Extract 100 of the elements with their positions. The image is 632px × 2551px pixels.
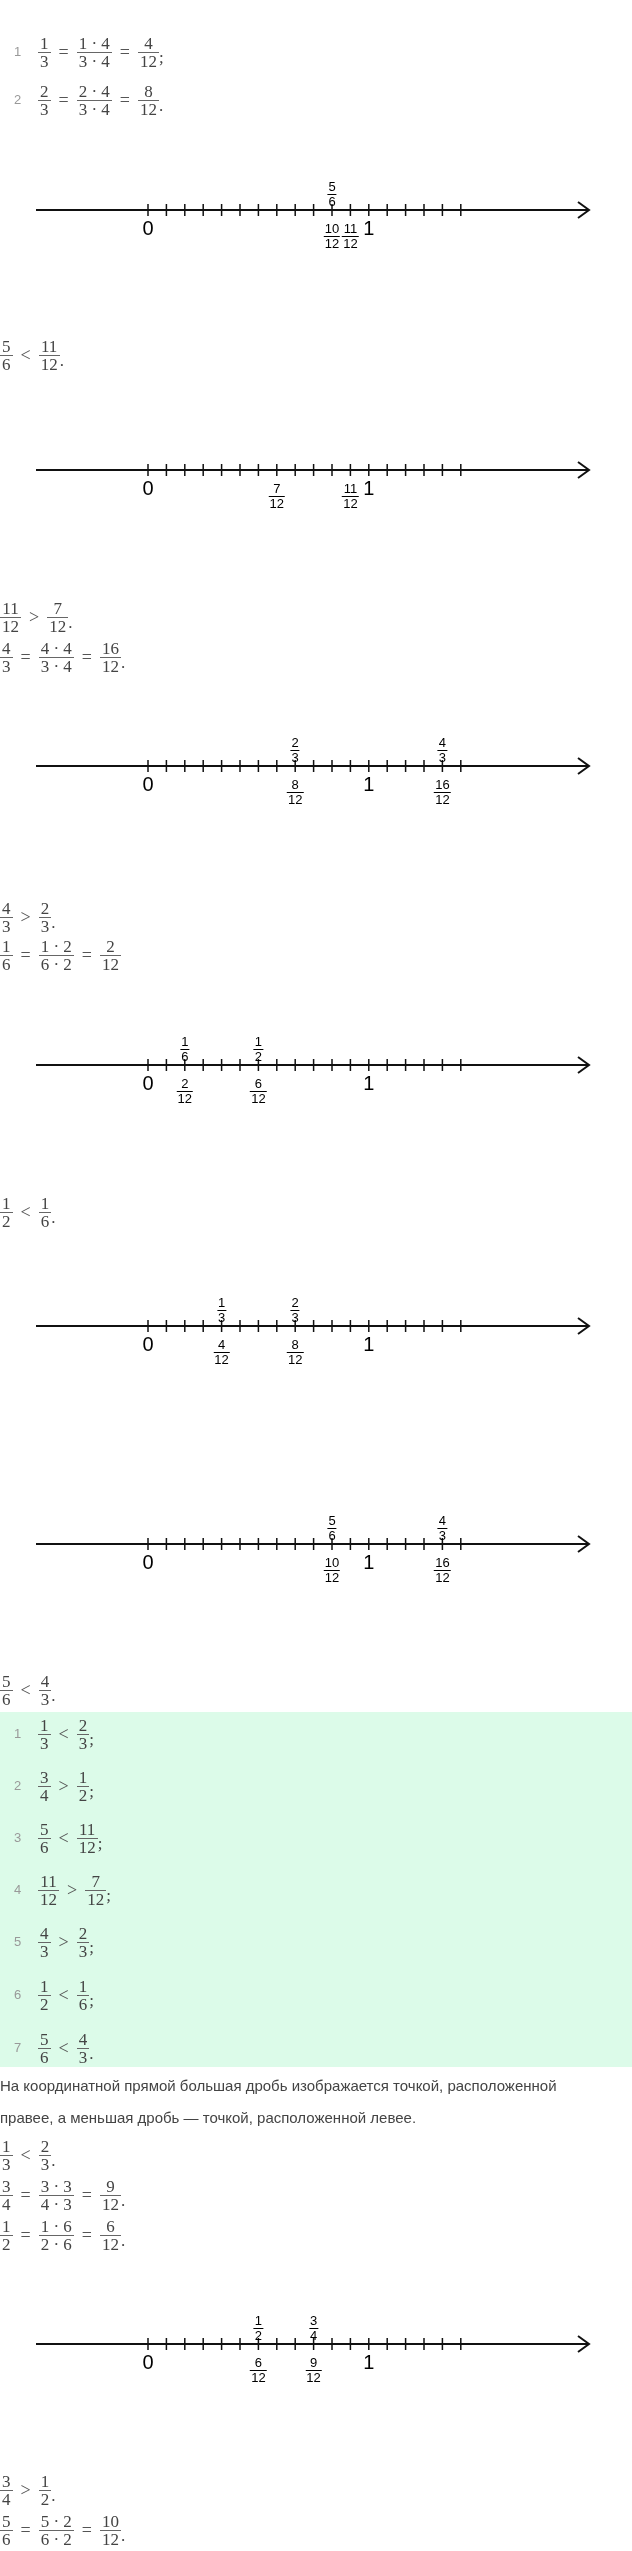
- denominator: 3: [39, 1734, 50, 1752]
- numerator: 1: [39, 1977, 50, 1995]
- numerator: 8: [290, 778, 300, 792]
- math-operator: >: [20, 905, 31, 929]
- numerator: 10: [323, 222, 341, 236]
- punctuation: ;: [159, 46, 164, 69]
- numerator: 2: [39, 899, 51, 917]
- denominator: 6: [39, 2048, 50, 2066]
- denominator: 6: [180, 1050, 190, 1064]
- numerator: 5: [1, 1672, 12, 1690]
- tick-label: 0: [142, 1334, 154, 1354]
- numerator: 5: [327, 180, 337, 194]
- denominator: 6: [1, 955, 12, 973]
- denominator: 6: [39, 1212, 51, 1230]
- numerator: 1: [180, 1035, 190, 1049]
- numerator: 1: [253, 2314, 263, 2328]
- numerator: 8: [290, 1338, 300, 1352]
- numerator: 2: [290, 736, 300, 750]
- tick-label: 1: [363, 2352, 375, 2372]
- numerator: 4: [437, 1514, 447, 1528]
- tick-label: 1: [363, 218, 375, 238]
- tick-label: 0: [142, 1073, 154, 1093]
- numerator: 7: [90, 1872, 101, 1890]
- tick-label: 1: [363, 774, 375, 794]
- denominator: 2: [77, 1786, 89, 1804]
- denominator: 12: [176, 1092, 194, 1106]
- tick-label: 1: [363, 1334, 375, 1354]
- denominator: 3 · 4: [39, 657, 73, 675]
- math-operator: <: [58, 2036, 69, 2060]
- numerator: 6: [253, 2356, 263, 2370]
- punctuation: .: [121, 2524, 126, 2547]
- tick-label: 1: [363, 478, 375, 498]
- numerator: 2: [39, 82, 50, 100]
- tick-label: 0: [142, 2352, 154, 2372]
- denominator: 3: [437, 1529, 447, 1543]
- numerator: 2: [39, 2137, 51, 2155]
- math-operator: =: [119, 40, 130, 64]
- numerator: 1: [253, 1035, 263, 1049]
- denominator: 12: [101, 2195, 120, 2213]
- paragraph: На координатной прямой большая дробь изображается точкой, расположенной правее, а меньшая дробь — точкой, расположенной левее.: [0, 2076, 558, 2128]
- punctuation: ;: [89, 1780, 94, 1803]
- numerator: 3: [39, 1768, 50, 1786]
- math-operator: >: [20, 2478, 31, 2502]
- numerator: 16: [101, 639, 120, 657]
- math-operator: =: [81, 943, 92, 967]
- numerator: 6: [253, 1077, 263, 1091]
- denominator: 12: [213, 1353, 230, 1367]
- numerator: 5: [1, 337, 12, 355]
- numerator: 2: [180, 1077, 190, 1091]
- tick-label: 0: [142, 478, 154, 498]
- denominator: 12: [323, 237, 341, 251]
- numerator: 1: [1, 2217, 12, 2235]
- numerator: 11: [39, 1872, 58, 1890]
- math-operator: =: [81, 645, 92, 669]
- numerator: 1: [1, 2137, 12, 2155]
- numerator: 5: [1, 2512, 12, 2530]
- punctuation: ;: [97, 1832, 103, 1855]
- denominator: 12: [139, 100, 158, 118]
- numerator: 11: [342, 222, 359, 236]
- denominator: 12: [286, 793, 304, 807]
- denominator: 6: [327, 195, 337, 209]
- numerator: 5 · 2: [39, 2512, 73, 2530]
- denominator: 4: [1, 2195, 12, 2213]
- denominator: 2: [253, 2329, 263, 2343]
- denominator: 3 · 4: [77, 52, 111, 70]
- denominator: 3 · 4: [77, 100, 111, 118]
- denominator: 2: [1, 2235, 12, 2253]
- denominator: 3: [39, 917, 51, 935]
- punctuation: .: [121, 2189, 126, 2212]
- numerator: 1: [1, 937, 12, 955]
- numerator: 1: [39, 1716, 50, 1734]
- punctuation: ;: [89, 1989, 94, 2012]
- math-operator: >: [29, 605, 40, 629]
- numerator: 16: [434, 778, 451, 792]
- numerator: 4: [1, 639, 12, 657]
- punctuation: .: [59, 349, 64, 372]
- numerator: 1: [39, 1194, 51, 1212]
- denominator: 12: [101, 2235, 120, 2253]
- numerator: 5: [39, 2030, 50, 2048]
- numerator: 1: [77, 1768, 89, 1786]
- punctuation: .: [51, 2484, 56, 2507]
- denominator: 12: [86, 1890, 106, 1908]
- math-operator: <: [20, 1678, 31, 1702]
- math-operator: <: [20, 1200, 31, 1224]
- numerator: 10: [323, 1556, 341, 1570]
- numerator: 7: [52, 599, 63, 617]
- math-operator: <: [58, 1983, 69, 2007]
- denominator: 12: [305, 2371, 322, 2385]
- line-number: 6: [14, 1986, 23, 2005]
- denominator: 12: [250, 1092, 267, 1106]
- denominator: 12: [101, 955, 120, 973]
- numerator: 2: [77, 1716, 89, 1734]
- denominator: 3: [39, 2155, 51, 2173]
- math-operator: >: [67, 1878, 78, 1902]
- numerator: 3: [1, 2472, 12, 2490]
- denominator: 12: [342, 497, 359, 511]
- denominator: 12: [101, 2530, 120, 2548]
- punctuation: ;: [89, 1728, 94, 1751]
- denominator: 12: [342, 237, 359, 251]
- line-number: 2: [14, 91, 23, 110]
